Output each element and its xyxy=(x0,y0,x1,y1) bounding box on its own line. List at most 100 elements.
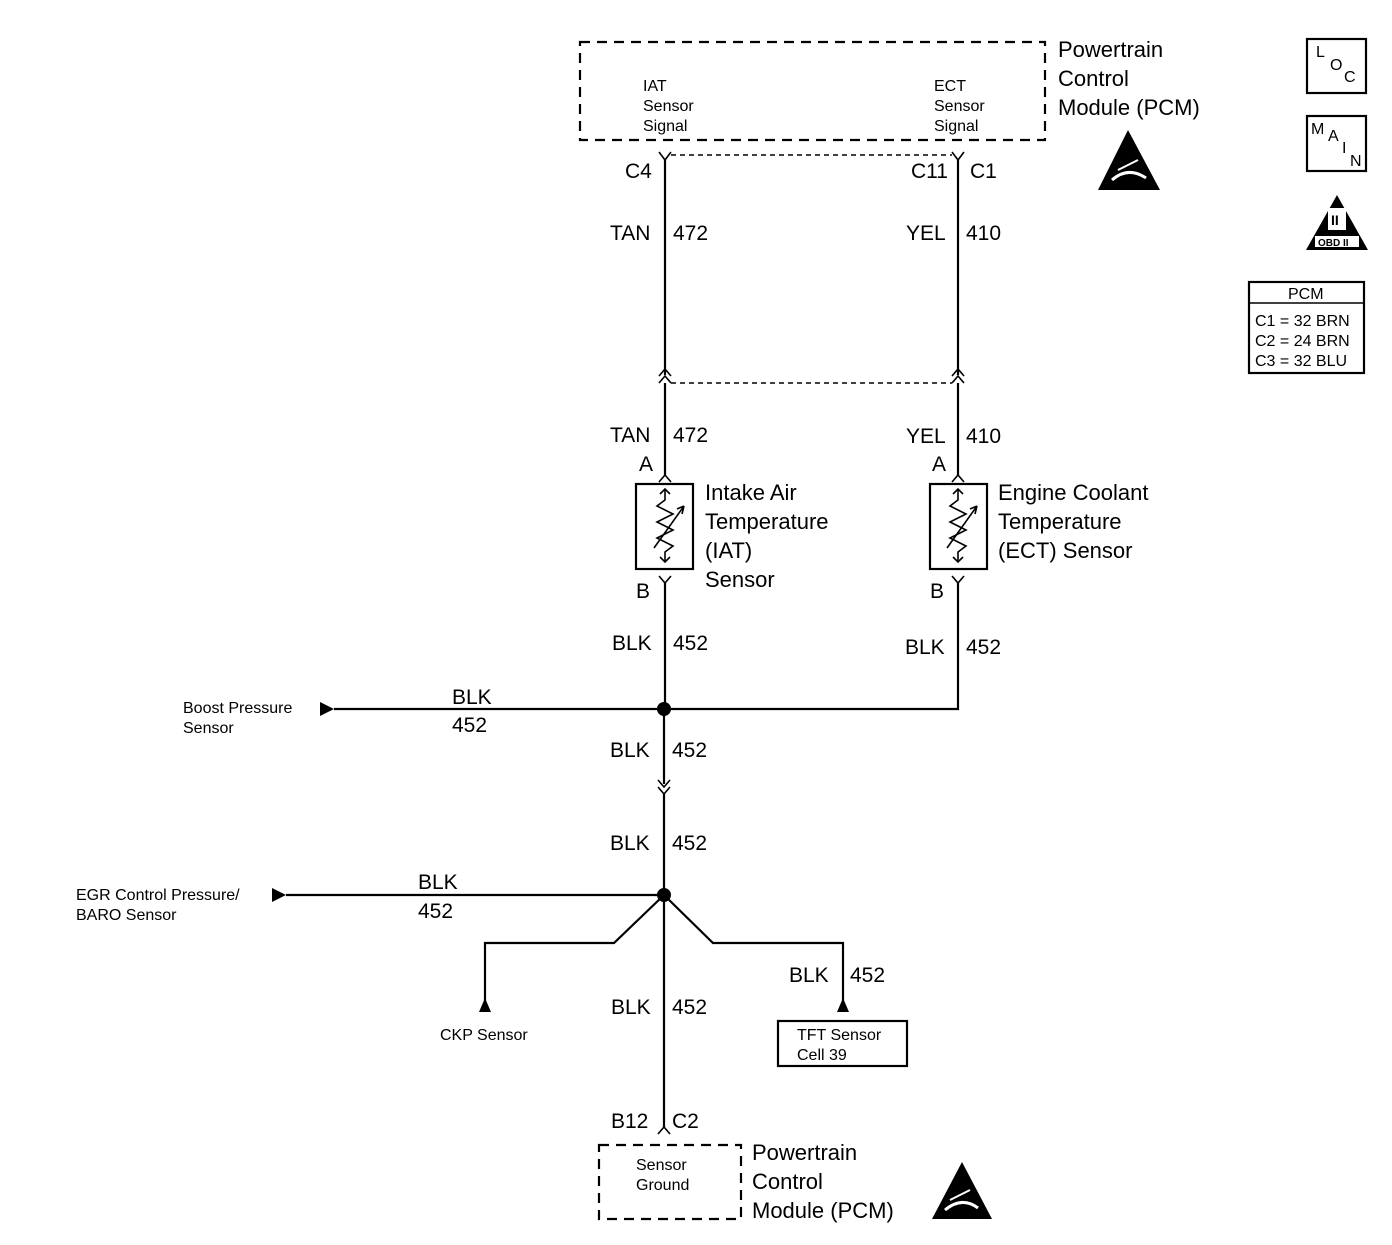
trunk3-wire-color: BLK xyxy=(611,996,651,1019)
iat-pin-b-chevron xyxy=(658,575,672,585)
iat-signal-line-3: Signal xyxy=(643,118,687,135)
pcm-top-iat-pin xyxy=(658,151,672,162)
pcm-connector-table: PCM C1 = 32 BRN C2 = 24 BRN C3 = 32 BLU xyxy=(1247,280,1366,375)
boost-wire-color: BLK xyxy=(452,686,492,709)
pcm-bottom-pin xyxy=(657,1125,671,1135)
iat-name-line-1: Intake Air xyxy=(705,480,797,505)
iat-pin-a: A xyxy=(639,453,653,476)
pcm-bottom: Sensor Ground Powertrain Control Module … xyxy=(597,1140,992,1223)
loc-letter-l: L xyxy=(1316,44,1325,61)
iat-upper-wire-color: TAN xyxy=(610,222,650,245)
pin-b12-label: B12 xyxy=(611,1110,648,1133)
boost-wire-number: 452 xyxy=(452,714,487,737)
pcm-bottom-title-line-3: Module (PCM) xyxy=(752,1198,894,1223)
boost-sensor-arrow xyxy=(320,702,334,716)
ect-inner-arrow-up xyxy=(952,487,964,495)
ckp-sensor-label: CKP Sensor xyxy=(440,1027,528,1044)
iat-inner-arrow-up xyxy=(659,487,671,495)
ect-ground-wire-color: BLK xyxy=(905,636,945,659)
ckp-wire xyxy=(483,894,665,1002)
iat-pin-a-chevron xyxy=(658,473,672,483)
pcm-bottom-title-line-2: Control xyxy=(752,1169,823,1194)
iat-upper-wire-number: 472 xyxy=(673,222,708,245)
pcm-top-title-line-1: Powertrain xyxy=(1058,37,1163,62)
ect-thermistor-symbol xyxy=(948,490,968,562)
iat-thermistor-symbol xyxy=(655,490,675,562)
ect-pin-a-chevron xyxy=(951,473,965,483)
ect-name-line-3: (ECT) Sensor xyxy=(998,538,1132,563)
iat-sensor xyxy=(634,482,695,571)
egr-sensor-arrow xyxy=(272,888,286,902)
ect-pin-b: B xyxy=(930,580,944,603)
ect-upper-wire-color: YEL xyxy=(906,222,946,245)
pcm-table-row-3: C3 = 32 BLU xyxy=(1255,353,1347,370)
iat-signal-line-2: Sensor xyxy=(643,98,694,115)
iat-inner-arrow-down xyxy=(659,556,671,564)
tft-wire-color: BLK xyxy=(789,964,829,987)
ect-sensor xyxy=(928,482,989,571)
iat-name-line-2: Temperature xyxy=(705,509,829,534)
tft-sensor-line-1: TFT Sensor xyxy=(797,1027,882,1044)
boost-sensor-line-2: Sensor xyxy=(183,720,234,737)
ect-inner-arrow-down xyxy=(952,556,964,564)
pin-c1-label: C1 xyxy=(970,160,997,183)
pin-c2-label: C2 xyxy=(672,1110,699,1133)
ect-upper-wire-number: 410 xyxy=(966,222,1001,245)
loc-icon: L O C xyxy=(1305,37,1368,95)
pcm-table-row-1: C1 = 32 BRN xyxy=(1255,313,1350,330)
ect-inline-connector xyxy=(951,367,965,384)
trunk1-wire-color: BLK xyxy=(610,739,650,762)
tft-sensor-arrow xyxy=(837,998,849,1012)
tft-sensor-box xyxy=(776,1019,909,1068)
iat-pin-b: B xyxy=(636,580,650,603)
iat-ground-wire-color: BLK xyxy=(612,632,652,655)
pcm-top: IAT Sensor Signal ECT Sensor Signal Powe… xyxy=(578,37,1200,190)
esd-warning-icon xyxy=(1098,130,1160,190)
pcm-table-row-2: C2 = 24 BRN xyxy=(1255,333,1350,350)
main-letter-a: A xyxy=(1328,128,1339,145)
tft-sensor-line-2: Cell 39 xyxy=(797,1047,847,1064)
ect-pin-a: A xyxy=(932,453,946,476)
pcm-bottom-title-line-1: Powertrain xyxy=(752,1140,857,1165)
ect-ground-wire xyxy=(665,583,960,711)
obd-ii-icon: II OBD II xyxy=(1306,195,1368,250)
pcm-top-title-line-2: Control xyxy=(1058,66,1129,91)
egr-wire-number: 452 xyxy=(418,900,453,923)
loc-letter-c: C xyxy=(1344,69,1356,86)
pin-c11-label: C11 xyxy=(911,160,948,183)
egr-sensor-line-1: EGR Control Pressure/ xyxy=(76,887,240,904)
main-letter-n: N xyxy=(1350,153,1362,170)
pcm-bottom-box xyxy=(597,1143,743,1221)
iat-variable-arrow xyxy=(653,505,685,549)
ect-lower-wire-color: YEL xyxy=(906,425,946,448)
trunk2-wire-color: BLK xyxy=(610,832,650,855)
trunk1-wire-number: 452 xyxy=(672,739,707,762)
obd-text: OBD II xyxy=(1318,238,1349,249)
trunk3-wire-number: 452 xyxy=(672,996,707,1019)
pcm-top-ect-pin xyxy=(951,151,965,162)
ect-lower-wire-number: 410 xyxy=(966,425,1001,448)
trunk2-wire-number: 452 xyxy=(672,832,707,855)
iat-signal-line-1: IAT xyxy=(643,78,667,95)
main-letter-i: I xyxy=(1342,140,1346,157)
ect-signal-line-2: Sensor xyxy=(934,98,985,115)
ect-signal-line-1: ECT xyxy=(934,78,966,95)
pcm-top-box xyxy=(578,40,1047,142)
esd-warning-icon-bottom xyxy=(932,1162,992,1219)
obd-numeral: II xyxy=(1331,212,1339,228)
sensor-ground-line-1: Sensor xyxy=(636,1157,687,1174)
tft-wire-number: 452 xyxy=(850,964,885,987)
sensor-ground-line-2: Ground xyxy=(636,1177,689,1194)
main-icon: M A I N xyxy=(1305,114,1368,173)
iat-name-line-3: (IAT) xyxy=(705,538,752,563)
egr-wire-color: BLK xyxy=(418,871,458,894)
iat-lower-wire-number: 472 xyxy=(673,424,708,447)
pcm-table-title: PCM xyxy=(1288,286,1324,303)
iat-ground-wire-number: 452 xyxy=(673,632,708,655)
boost-sensor-line-1: Boost Pressure xyxy=(183,700,292,717)
loc-letter-o: O xyxy=(1330,57,1342,74)
ect-name-line-2: Temperature xyxy=(998,509,1122,534)
ect-signal-line-3: Signal xyxy=(934,118,978,135)
